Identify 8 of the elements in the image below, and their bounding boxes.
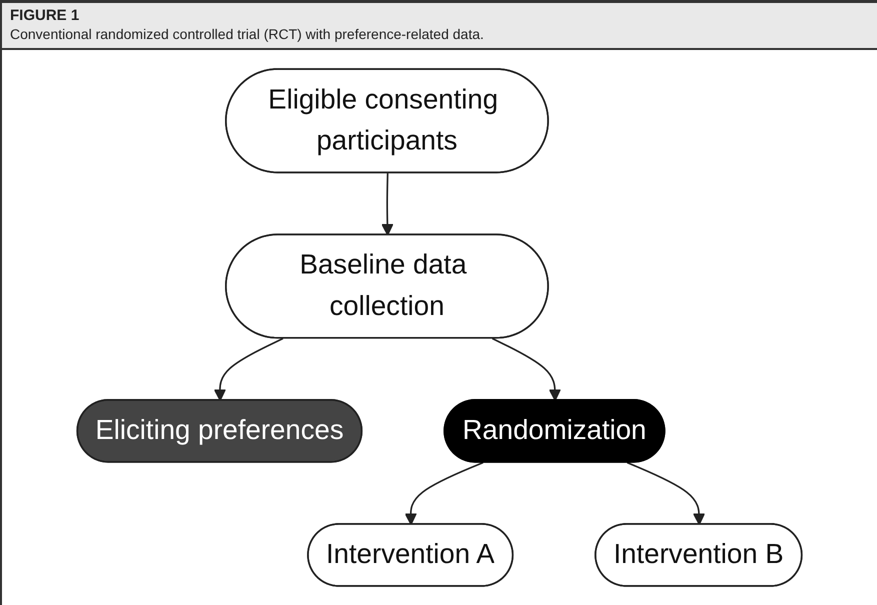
arrow	[381, 173, 394, 236]
arrow	[214, 338, 284, 402]
figure-caption: Conventional randomized controlled trial (RCT) with preference-related data.	[10, 26, 485, 42]
arrow	[492, 338, 561, 402]
figure-title: FIGURE 1	[10, 7, 80, 24]
arrow	[626, 462, 706, 526]
flowchart: Eligible consenting participants Baseline data collection Eliciting preferences Randomization Intervention A Intervention B	[10, 58, 869, 597]
arrow	[404, 462, 484, 526]
